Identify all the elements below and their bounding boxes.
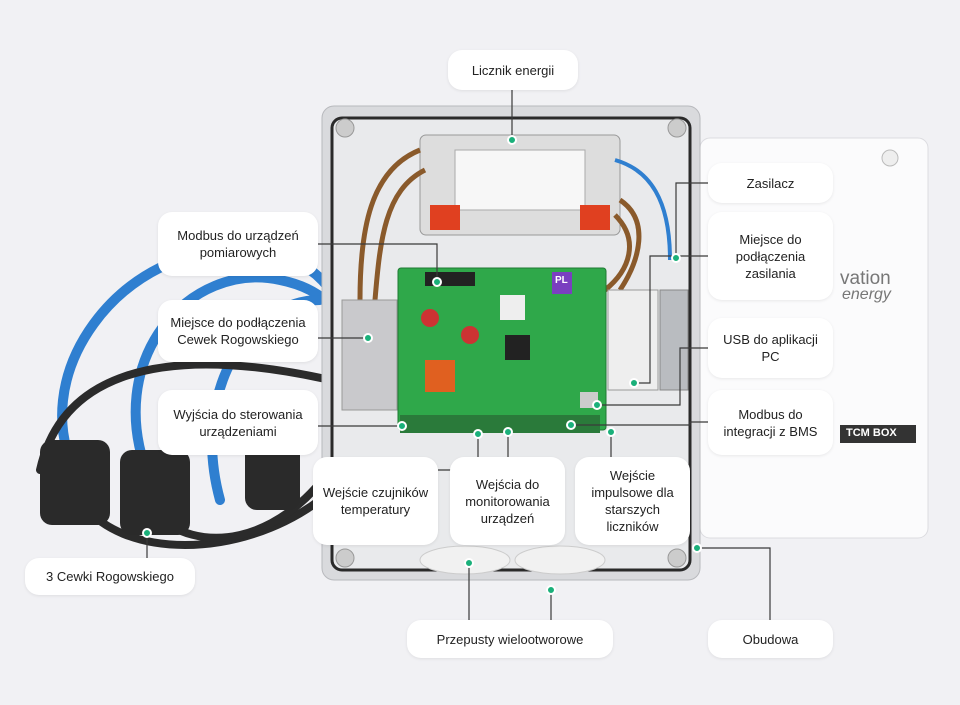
callout-energy-meter: Licznik energii (448, 50, 578, 90)
coil-clamp (40, 440, 110, 525)
terminal-block-rogowski (341, 299, 398, 411)
callout-temp-inputs: Wejście czujników temperatury (313, 457, 438, 545)
callout-control-outputs: Wyjścia do sterowania urządzeniami (158, 390, 318, 455)
lid-screw-icon (881, 149, 899, 167)
callout-usb: USB do aplikacji PC (708, 318, 833, 378)
callout-power-supply: Zasilacz (708, 163, 833, 203)
product-label: TCM BOX (846, 427, 897, 439)
callout-modbus-bms: Modbus do integracji z BMS (708, 390, 833, 455)
coil-clamp (120, 450, 190, 535)
callout-power-connection: Miejsce do podłączenia zasilania (708, 212, 833, 300)
callout-pulse-input: Wejście impulsowe dla starszych licznikó… (575, 457, 690, 545)
callout-cable-glands: Przepusty wielootworowe (407, 620, 613, 658)
product-label-plate (840, 425, 916, 443)
brand-text-script: energy (842, 286, 891, 303)
callout-housing: Obudowa (708, 620, 833, 658)
brand-text: vation (840, 268, 891, 289)
power-supply-unit (659, 289, 689, 391)
callout-modbus-meters: Modbus do urządzeń pomiarowych (158, 212, 318, 276)
leader-dots (142, 135, 702, 595)
callout-rogowski-coils: 3 Cewki Rogowskiego (25, 558, 195, 595)
wires (357, 147, 642, 301)
callout-monitor-inputs: Wejścia do monitorowania urządzeń (450, 457, 565, 545)
callout-rogowski-connection: Miejsce do podłączenia Cewek Rogowskiego (158, 300, 318, 362)
cable-gland (514, 545, 606, 575)
pcb (397, 267, 607, 431)
pcb-marking: PL (555, 275, 568, 286)
